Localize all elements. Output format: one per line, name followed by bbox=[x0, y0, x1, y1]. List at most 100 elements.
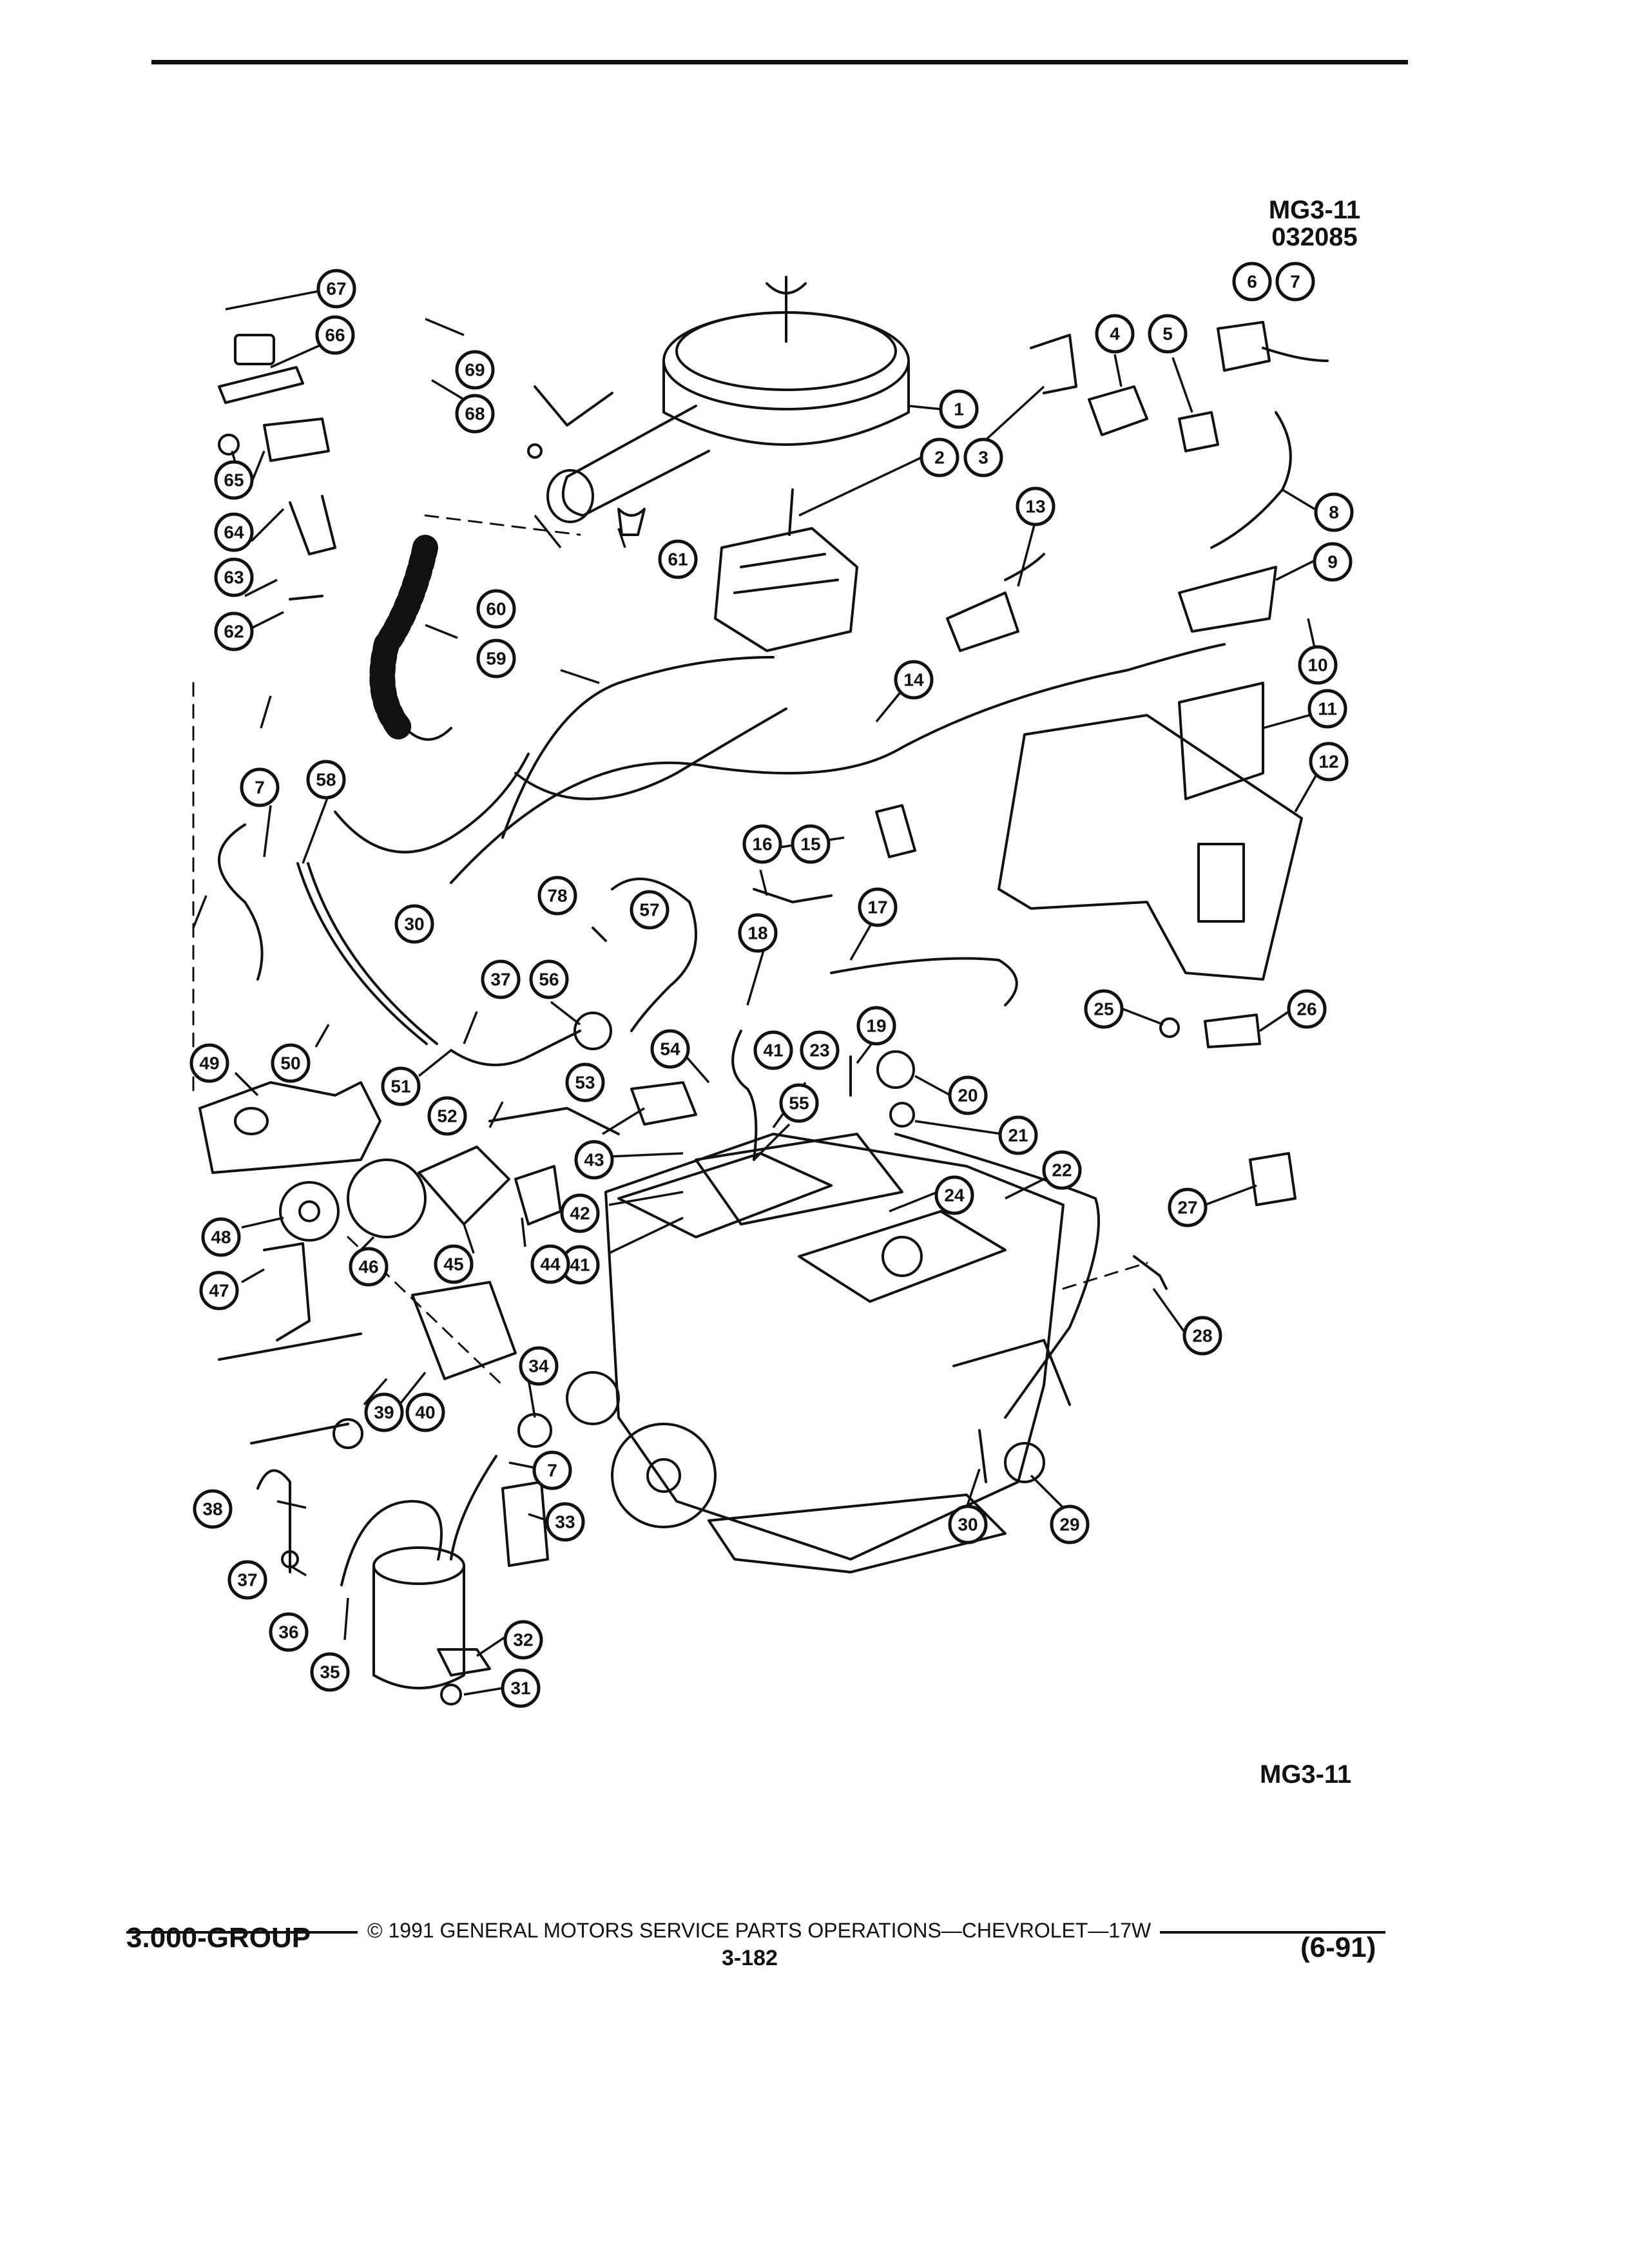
carburetor bbox=[714, 527, 858, 652]
callout-label: 50 bbox=[280, 1053, 300, 1073]
callout-3: 3 bbox=[963, 437, 1003, 477]
callout-7-lower: 7 bbox=[532, 1450, 572, 1490]
diagram-date-code: 032085 bbox=[1271, 223, 1358, 251]
connector-8 bbox=[1210, 411, 1292, 549]
valve-34 bbox=[517, 1413, 552, 1448]
vacuum-hose-30-outline bbox=[296, 862, 438, 1045]
vacuum-hose-30 bbox=[298, 859, 436, 1048]
callout-9: 9 bbox=[1313, 542, 1353, 582]
callout-label: 59 bbox=[486, 649, 506, 669]
callout-label: 64 bbox=[224, 523, 244, 543]
callout-label: 1 bbox=[954, 399, 964, 419]
nut-65 bbox=[218, 434, 240, 456]
callout-32: 32 bbox=[503, 1620, 543, 1660]
callout-label: 62 bbox=[224, 622, 244, 642]
callout-label: 30 bbox=[404, 914, 424, 934]
callout-19: 19 bbox=[856, 1006, 896, 1046]
oil-cap bbox=[882, 1236, 923, 1277]
callout-24: 24 bbox=[934, 1175, 974, 1215]
hose-57 bbox=[611, 878, 697, 1032]
air-cleaner-body bbox=[662, 360, 910, 446]
callout-label: 20 bbox=[958, 1086, 978, 1106]
callout-label: 65 bbox=[224, 470, 244, 490]
callout-25: 25 bbox=[1084, 989, 1124, 1029]
callout-1: 1 bbox=[939, 389, 979, 429]
hose-18 bbox=[731, 1030, 758, 1161]
callout-label: 5 bbox=[1162, 324, 1173, 344]
callout-label: 39 bbox=[374, 1403, 394, 1423]
balancer-hub bbox=[646, 1458, 681, 1493]
clip-62 bbox=[289, 595, 323, 601]
callout-11: 11 bbox=[1307, 689, 1347, 729]
hose-7-loop bbox=[218, 823, 264, 981]
callout-label: 30 bbox=[958, 1515, 978, 1535]
fitting-78 bbox=[592, 927, 607, 942]
fitting-30-lower bbox=[978, 1429, 987, 1483]
callout-7: 7 bbox=[1275, 262, 1315, 302]
callout-label: 14 bbox=[903, 670, 924, 690]
callout-29: 29 bbox=[1050, 1504, 1090, 1544]
callout-56: 56 bbox=[529, 959, 569, 999]
callout-label: 10 bbox=[1307, 655, 1327, 675]
callout-label: 48 bbox=[211, 1227, 231, 1247]
pulley-hub bbox=[298, 1200, 320, 1222]
callout-7-left: 7 bbox=[240, 767, 280, 807]
bracket-66 bbox=[218, 366, 304, 404]
connector-6 bbox=[1217, 321, 1271, 372]
callout-label: 54 bbox=[660, 1039, 680, 1059]
callout-78: 78 bbox=[537, 876, 577, 916]
callout-label: 38 bbox=[202, 1499, 222, 1519]
callout-label: 7 bbox=[255, 778, 265, 798]
callout-label: 3 bbox=[978, 448, 988, 468]
callout-43: 43 bbox=[574, 1140, 614, 1180]
callout-44: 44 bbox=[530, 1244, 570, 1284]
callout-48: 48 bbox=[201, 1217, 241, 1257]
bracket-47 bbox=[263, 1242, 311, 1341]
air-pipe-52 bbox=[488, 1107, 620, 1135]
callout-14: 14 bbox=[894, 660, 934, 700]
callout-label: 57 bbox=[639, 900, 659, 920]
callout-label: 26 bbox=[1296, 999, 1316, 1019]
callout-2: 2 bbox=[920, 437, 959, 477]
callout-46: 46 bbox=[349, 1247, 389, 1287]
footer-group-label: 3.000-GROUP bbox=[126, 1922, 311, 1954]
hose-7-lower bbox=[450, 1455, 497, 1561]
callout-36: 36 bbox=[269, 1612, 309, 1652]
callout-label: 46 bbox=[358, 1257, 378, 1277]
callout-23: 23 bbox=[800, 1030, 840, 1070]
callout-69: 69 bbox=[455, 350, 495, 390]
oil-pan bbox=[708, 1494, 1007, 1573]
hose-38 bbox=[256, 1469, 291, 1573]
callout-63: 63 bbox=[214, 557, 254, 597]
shield-port bbox=[234, 1107, 269, 1135]
callout-label: 16 bbox=[752, 834, 772, 854]
callout-label: 7 bbox=[1290, 272, 1300, 292]
callout-33: 33 bbox=[545, 1502, 585, 1542]
ecm-bracket-12 bbox=[998, 714, 1303, 981]
callout-label: 67 bbox=[326, 279, 346, 299]
callout-label: 25 bbox=[1094, 999, 1113, 1019]
callout-label: 78 bbox=[547, 886, 567, 906]
callout-label: 41 bbox=[763, 1041, 783, 1061]
callout-39: 39 bbox=[364, 1392, 404, 1432]
callout-53: 53 bbox=[565, 1062, 605, 1102]
callout-label: 22 bbox=[1052, 1160, 1072, 1180]
wing-nut bbox=[766, 276, 807, 343]
callout-52: 52 bbox=[427, 1096, 467, 1136]
callout-label: 40 bbox=[415, 1403, 435, 1423]
callout-51: 51 bbox=[381, 1066, 421, 1106]
callout-6: 6 bbox=[1232, 262, 1272, 302]
nut-25 bbox=[1159, 1017, 1180, 1038]
callout-64: 64 bbox=[214, 512, 254, 552]
callout-label: 66 bbox=[325, 325, 345, 345]
callout-57: 57 bbox=[630, 890, 670, 930]
egr-valve-20 bbox=[876, 1050, 915, 1089]
bolt-long bbox=[218, 1332, 362, 1361]
relay-27 bbox=[1249, 1152, 1296, 1206]
callout-label: 47 bbox=[209, 1281, 229, 1301]
vacuum-line-17 bbox=[830, 957, 1018, 1006]
callout-10: 10 bbox=[1298, 645, 1338, 685]
callout-label: 42 bbox=[570, 1204, 590, 1224]
callout-38: 38 bbox=[193, 1489, 233, 1529]
